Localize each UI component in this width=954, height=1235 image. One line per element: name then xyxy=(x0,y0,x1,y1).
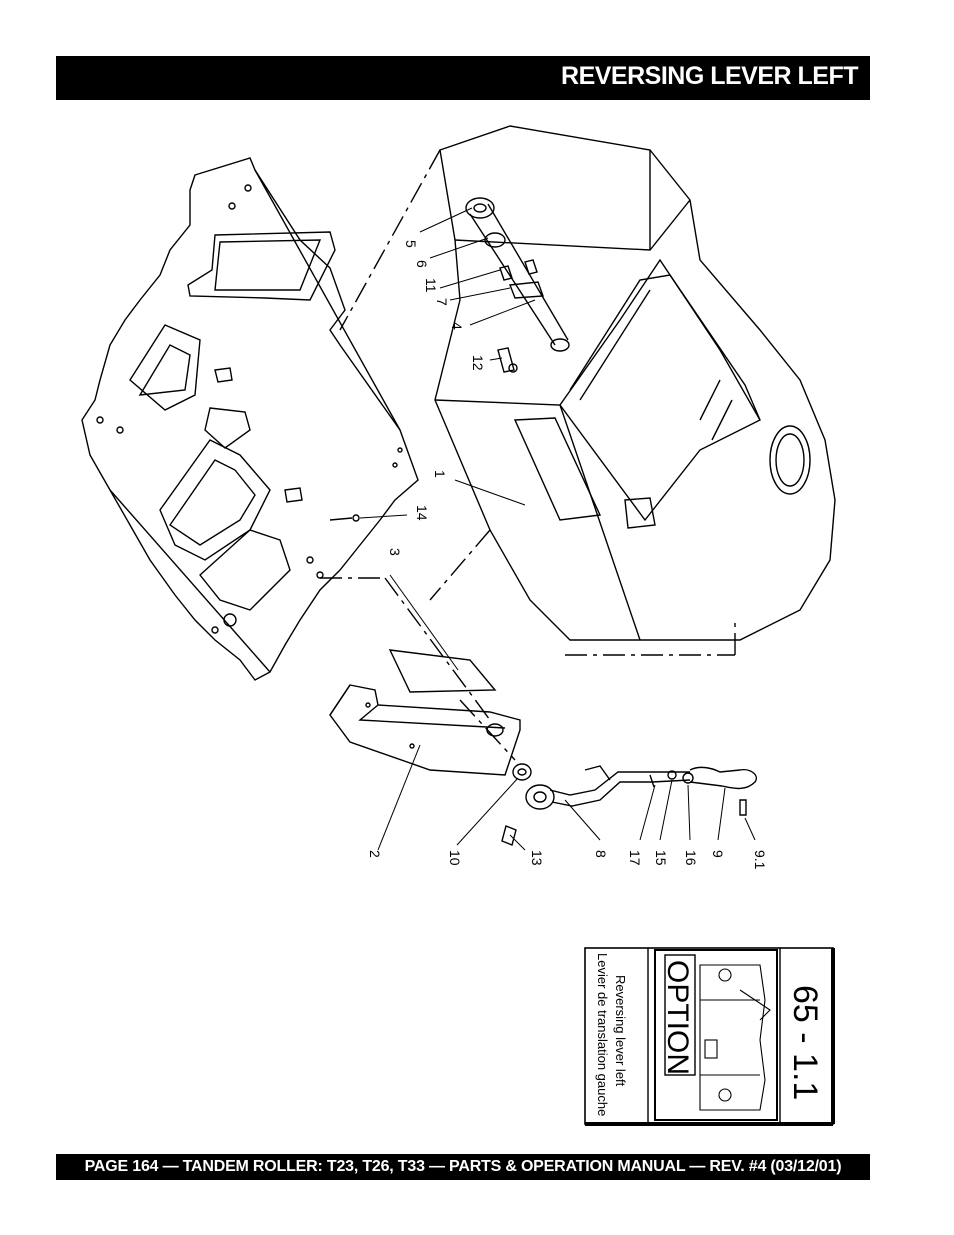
callout-11: 11 xyxy=(423,278,439,293)
callout-13: 13 xyxy=(529,850,545,866)
callout-9-1: 9.1 xyxy=(752,850,768,870)
callout-12: 12 xyxy=(470,355,486,371)
callout-numbers: 5 6 11 7 4 12 1 14 3 2 10 13 8 17 15 16 … xyxy=(367,240,768,870)
page-footer-bar: PAGE 164 — TANDEM ROLLER: T23, T26, T33 … xyxy=(56,1154,870,1180)
page-footer: PAGE 164 — TANDEM ROLLER: T23, T26, T33 … xyxy=(84,1158,842,1175)
callout-5: 5 xyxy=(403,240,419,248)
callout-3: 3 xyxy=(387,548,403,556)
card-number: 65 - 1.1 xyxy=(786,985,824,1100)
lever-assembly xyxy=(501,763,757,846)
callout-15: 15 xyxy=(653,850,669,866)
callout-8: 8 xyxy=(593,850,609,858)
callout-2: 2 xyxy=(367,850,383,858)
roller-thumbnail xyxy=(699,964,771,1111)
option-card: 65 - 1.1 OPTION Reversing lever left Lev… xyxy=(584,947,835,1126)
leader-lines xyxy=(359,207,756,851)
callout-1: 1 xyxy=(432,470,448,478)
cover-plate-3 xyxy=(388,649,497,693)
page-title-bar: REVERSING LEVER LEFT xyxy=(56,56,870,100)
card-label-en: Reversing lever left xyxy=(613,975,628,1087)
callout-9: 9 xyxy=(710,850,726,858)
card-option: OPTION xyxy=(661,960,694,1075)
callout-16: 16 xyxy=(683,850,699,866)
bolt-14 xyxy=(329,514,360,522)
chassis-frame xyxy=(81,157,419,681)
shaft-assembly xyxy=(465,197,570,373)
console-body xyxy=(434,125,836,641)
callout-17: 17 xyxy=(627,850,643,866)
page-title: REVERSING LEVER LEFT xyxy=(561,62,858,90)
callout-6: 6 xyxy=(414,260,430,268)
callout-7: 7 xyxy=(434,298,450,306)
callout-10: 10 xyxy=(447,850,463,866)
callout-4: 4 xyxy=(449,322,465,330)
callout-14: 14 xyxy=(414,505,430,521)
alignment-lines xyxy=(320,149,736,761)
card-label-fr: Levier de translation gauche xyxy=(595,953,610,1116)
bracket-2 xyxy=(329,684,521,776)
